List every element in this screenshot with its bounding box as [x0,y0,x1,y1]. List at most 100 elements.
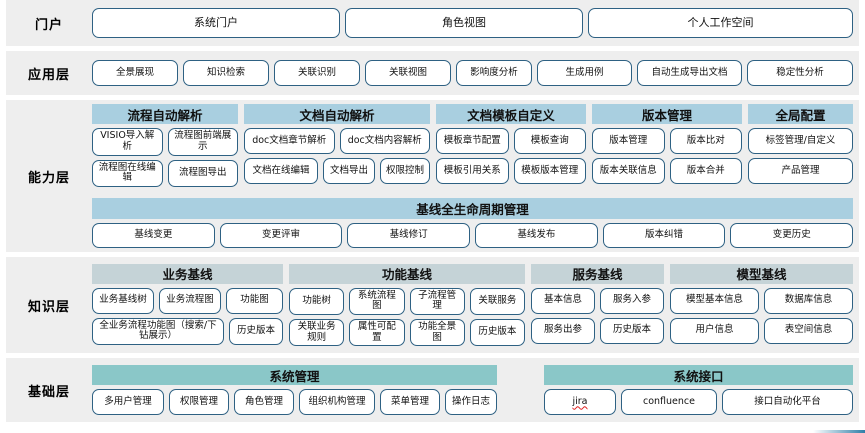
cap-button-template-section-config[interactable]: 模板章节配置 [436,128,509,155]
portal-button-system-portal[interactable]: 系统门户 [92,8,340,38]
group-header-global-config: 全局配置 [748,104,853,125]
fd-button-menu-mgmt[interactable]: 菜单管理 [380,389,440,415]
cap-button-template-query[interactable]: 模板查询 [513,128,586,155]
cap-button-doc-content-parse[interactable]: doc文档内容解析 [339,128,430,155]
cap-button-baseline-change[interactable]: 基线变更 [92,222,215,248]
layer-label-foundation: 基础层 [27,384,70,400]
group-row: jira confluence 接口自动化平台 [544,389,853,415]
cap-button-version-correction[interactable]: 版本纠错 [602,222,726,248]
app-button-panorama[interactable]: 全景展现 [92,60,178,86]
app-button-knowledge-search[interactable]: 知识检索 [183,60,269,86]
cap-button-version-merge[interactable]: 版本合并 [669,158,742,185]
group-header-model-baseline: 模型基线 [670,263,853,284]
group-row: 流程图在线编辑 流程图导出 [92,159,238,187]
group-header-baseline-lifecycle: 基线全生命周期管理 [92,197,853,219]
kn-button-function-panorama[interactable]: 功能全景图 [409,319,465,347]
fd-button-org-structure-mgmt[interactable]: 组织机构管理 [299,389,375,415]
cap-button-baseline-release[interactable]: 基线发布 [475,222,598,248]
knowledge-group-business-baseline: 业务基线 业务基线树 业务流程图 功能图 全业务流程功能图（搜索/下钻展示） 历… [92,263,283,347]
app-button-stability-analysis[interactable]: 稳定性分析 [747,60,853,86]
capability-group-doc-template: 文档模板自定义 模板章节配置 模板查询 模板引用关系 模板版本管理 [436,104,586,187]
layer-label-portal: 门户 [34,17,63,33]
group-row: 文档在线编辑 文档导出 权限控制 [244,158,430,185]
group-header-system-interface: 系统接口 [544,365,853,385]
knowledge-group-function-baseline: 功能基线 功能树 系统流程图 子流程管理 关联服务 关联业务规则 属性可配置 功… [289,263,525,347]
cap-button-change-history[interactable]: 变更历史 [730,222,854,248]
kn-button-service-output-param[interactable]: 服务出参 [531,317,595,344]
bottom-accent-edge [0,430,865,433]
fd-button-confluence[interactable]: confluence [621,389,717,415]
kn-button-business-baseline-tree[interactable]: 业务基线树 [92,287,154,314]
fd-button-jira[interactable]: jira [544,389,616,415]
cap-button-flow-online-edit[interactable]: 流程图在线编辑 [92,159,163,187]
group-row: 版本关联信息 版本合并 [592,158,742,185]
kn-button-tablespace-info[interactable]: 表空间信息 [764,317,853,344]
cap-button-template-reference[interactable]: 模板引用关系 [436,158,509,185]
cap-button-change-review[interactable]: 变更评审 [219,222,343,248]
cap-button-permission-control[interactable]: 权限控制 [380,158,430,185]
fd-button-permission-mgmt[interactable]: 权限管理 [169,389,229,415]
cap-button-product-mgmt[interactable]: 产品管理 [748,158,853,185]
kn-button-user-info[interactable]: 用户信息 [670,317,759,344]
cap-button-baseline-revision[interactable]: 基线修订 [347,222,471,248]
knowledge-groups: 业务基线 业务基线树 业务流程图 功能图 全业务流程功能图（搜索/下钻展示） 历… [92,263,853,347]
cap-button-version-compare[interactable]: 版本比对 [669,128,742,155]
layer-label-capability: 能力层 [27,170,70,186]
kn-button-database-info[interactable]: 数据库信息 [764,287,853,314]
cap-button-flow-export[interactable]: 流程图导出 [167,159,238,187]
group-header-business-baseline: 业务基线 [92,263,283,284]
fd-button-interface-automation-platform[interactable]: 接口自动化平台 [722,389,853,415]
group-row: 基本信息 服务入参 [531,287,664,314]
cap-button-doc-section-parse[interactable]: doc文档章节解析 [244,128,335,155]
app-button-relation-view[interactable]: 关联视图 [365,60,451,86]
cap-button-flow-frontend-display[interactable]: 流程图前端展示 [167,128,238,156]
fd-button-operation-log[interactable]: 操作日志 [445,389,497,415]
layer-capability: 能力层 流程自动解析 VISIO导入解析 流程图前端展示 流程图在线编辑 流程图… [6,100,859,252]
jira-label: jira [572,395,588,407]
baseline-lifecycle-row: 基线变更 变更评审 基线修订 基线发布 版本纠错 变更历史 [92,222,854,248]
cap-button-doc-export[interactable]: 文档导出 [323,158,375,185]
cap-button-doc-online-edit[interactable]: 文档在线编辑 [244,158,318,185]
kn-button-related-service[interactable]: 关联服务 [469,287,525,315]
kn-button-service-input-param[interactable]: 服务入参 [600,287,664,314]
cap-button-visio-import-parse[interactable]: VISIO导入解析 [92,128,163,156]
kn-button-business-flow-diagram[interactable]: 业务流程图 [159,287,221,314]
layer-foundation: 基础层 系统管理 多用户管理 权限管理 角色管理 组织机构管理 菜单管理 操作日… [6,358,859,422]
kn-button-history-version-function[interactable]: 历史版本 [469,319,525,347]
capability-group-doc-parse: 文档自动解析 doc文档章节解析 doc文档内容解析 文档在线编辑 文档导出 权… [244,104,430,187]
portal-button-role-view[interactable]: 角色视图 [345,8,583,38]
kn-button-system-flow-diagram[interactable]: 系统流程图 [349,287,405,315]
fd-button-multiuser-mgmt[interactable]: 多用户管理 [92,389,164,415]
cap-button-tag-mgmt-custom[interactable]: 标签管理/自定义 [748,128,853,155]
kn-button-attribute-configurable[interactable]: 属性可配置 [349,319,405,347]
app-button-relation-recognition[interactable]: 关联识别 [274,60,360,86]
kn-button-model-basic-info[interactable]: 模型基本信息 [670,287,759,314]
cap-button-template-version-mgmt[interactable]: 模板版本管理 [513,158,586,185]
group-row: 业务基线树 业务流程图 功能图 [92,287,283,314]
group-row: 多用户管理 权限管理 角色管理 组织机构管理 菜单管理 操作日志 [92,389,497,415]
app-button-impact-analysis[interactable]: 影响度分析 [456,60,532,86]
app-button-auto-export-doc[interactable]: 自动生成导出文档 [637,60,742,86]
cap-button-version-relation-info[interactable]: 版本关联信息 [592,158,665,185]
fd-button-role-mgmt[interactable]: 角色管理 [234,389,294,415]
kn-button-full-business-flow-func-diagram[interactable]: 全业务流程功能图（搜索/下钻展示） [92,317,224,345]
group-row: 产品管理 [748,158,853,185]
cap-button-version-mgmt[interactable]: 版本管理 [592,128,665,155]
portal-button-personal-workspace[interactable]: 个人工作空间 [588,8,853,38]
group-row: 关联业务规则 属性可配置 功能全景图 历史版本 [289,319,525,347]
kn-button-history-version-business[interactable]: 历史版本 [229,317,283,345]
kn-button-service-basic-info[interactable]: 基本信息 [531,287,595,314]
group-row: doc文档章节解析 doc文档内容解析 [244,128,430,155]
layer-label-knowledge: 知识层 [27,299,70,315]
group-header-doc-parse: 文档自动解析 [244,104,430,125]
kn-button-function-diagram[interactable]: 功能图 [226,287,283,314]
layer-label-application: 应用层 [27,67,70,83]
app-button-generate-testcase[interactable]: 生成用例 [537,60,632,86]
kn-button-history-version-service[interactable]: 历史版本 [600,317,664,344]
group-row: 模型基本信息 数据库信息 [670,287,853,314]
knowledge-group-service-baseline: 服务基线 基本信息 服务入参 服务出参 历史版本 [531,263,664,347]
kn-button-function-tree[interactable]: 功能树 [289,287,345,315]
kn-button-related-business-rule[interactable]: 关联业务规则 [289,319,345,347]
kn-button-subprocess-mgmt[interactable]: 子流程管理 [409,287,465,315]
foundation-group-system-mgmt: 系统管理 多用户管理 权限管理 角色管理 组织机构管理 菜单管理 操作日志 [92,365,497,415]
